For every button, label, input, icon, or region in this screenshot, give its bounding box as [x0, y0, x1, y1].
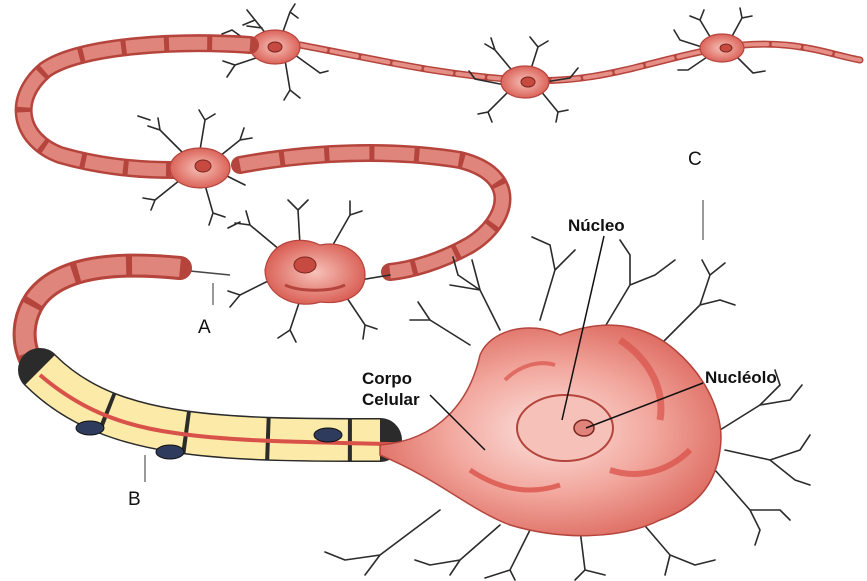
label-c: C	[688, 149, 702, 170]
label-nucleo: Núcleo	[568, 216, 625, 235]
small-neuron-right	[674, 8, 765, 73]
schwann-nucleus-2	[156, 445, 184, 459]
label-celular: Celular	[362, 390, 420, 409]
schwann-nucleus-3	[314, 428, 342, 442]
schwann-nucleus-1	[76, 421, 104, 435]
nucleolus	[574, 420, 594, 436]
label-nucleolo: Nucléolo	[705, 368, 777, 387]
label-a: A	[198, 317, 211, 338]
medium-neuron	[228, 200, 390, 342]
label-corpo: Corpo	[362, 369, 412, 388]
top-neuron-chain	[222, 4, 860, 122]
label-b: B	[128, 489, 141, 510]
